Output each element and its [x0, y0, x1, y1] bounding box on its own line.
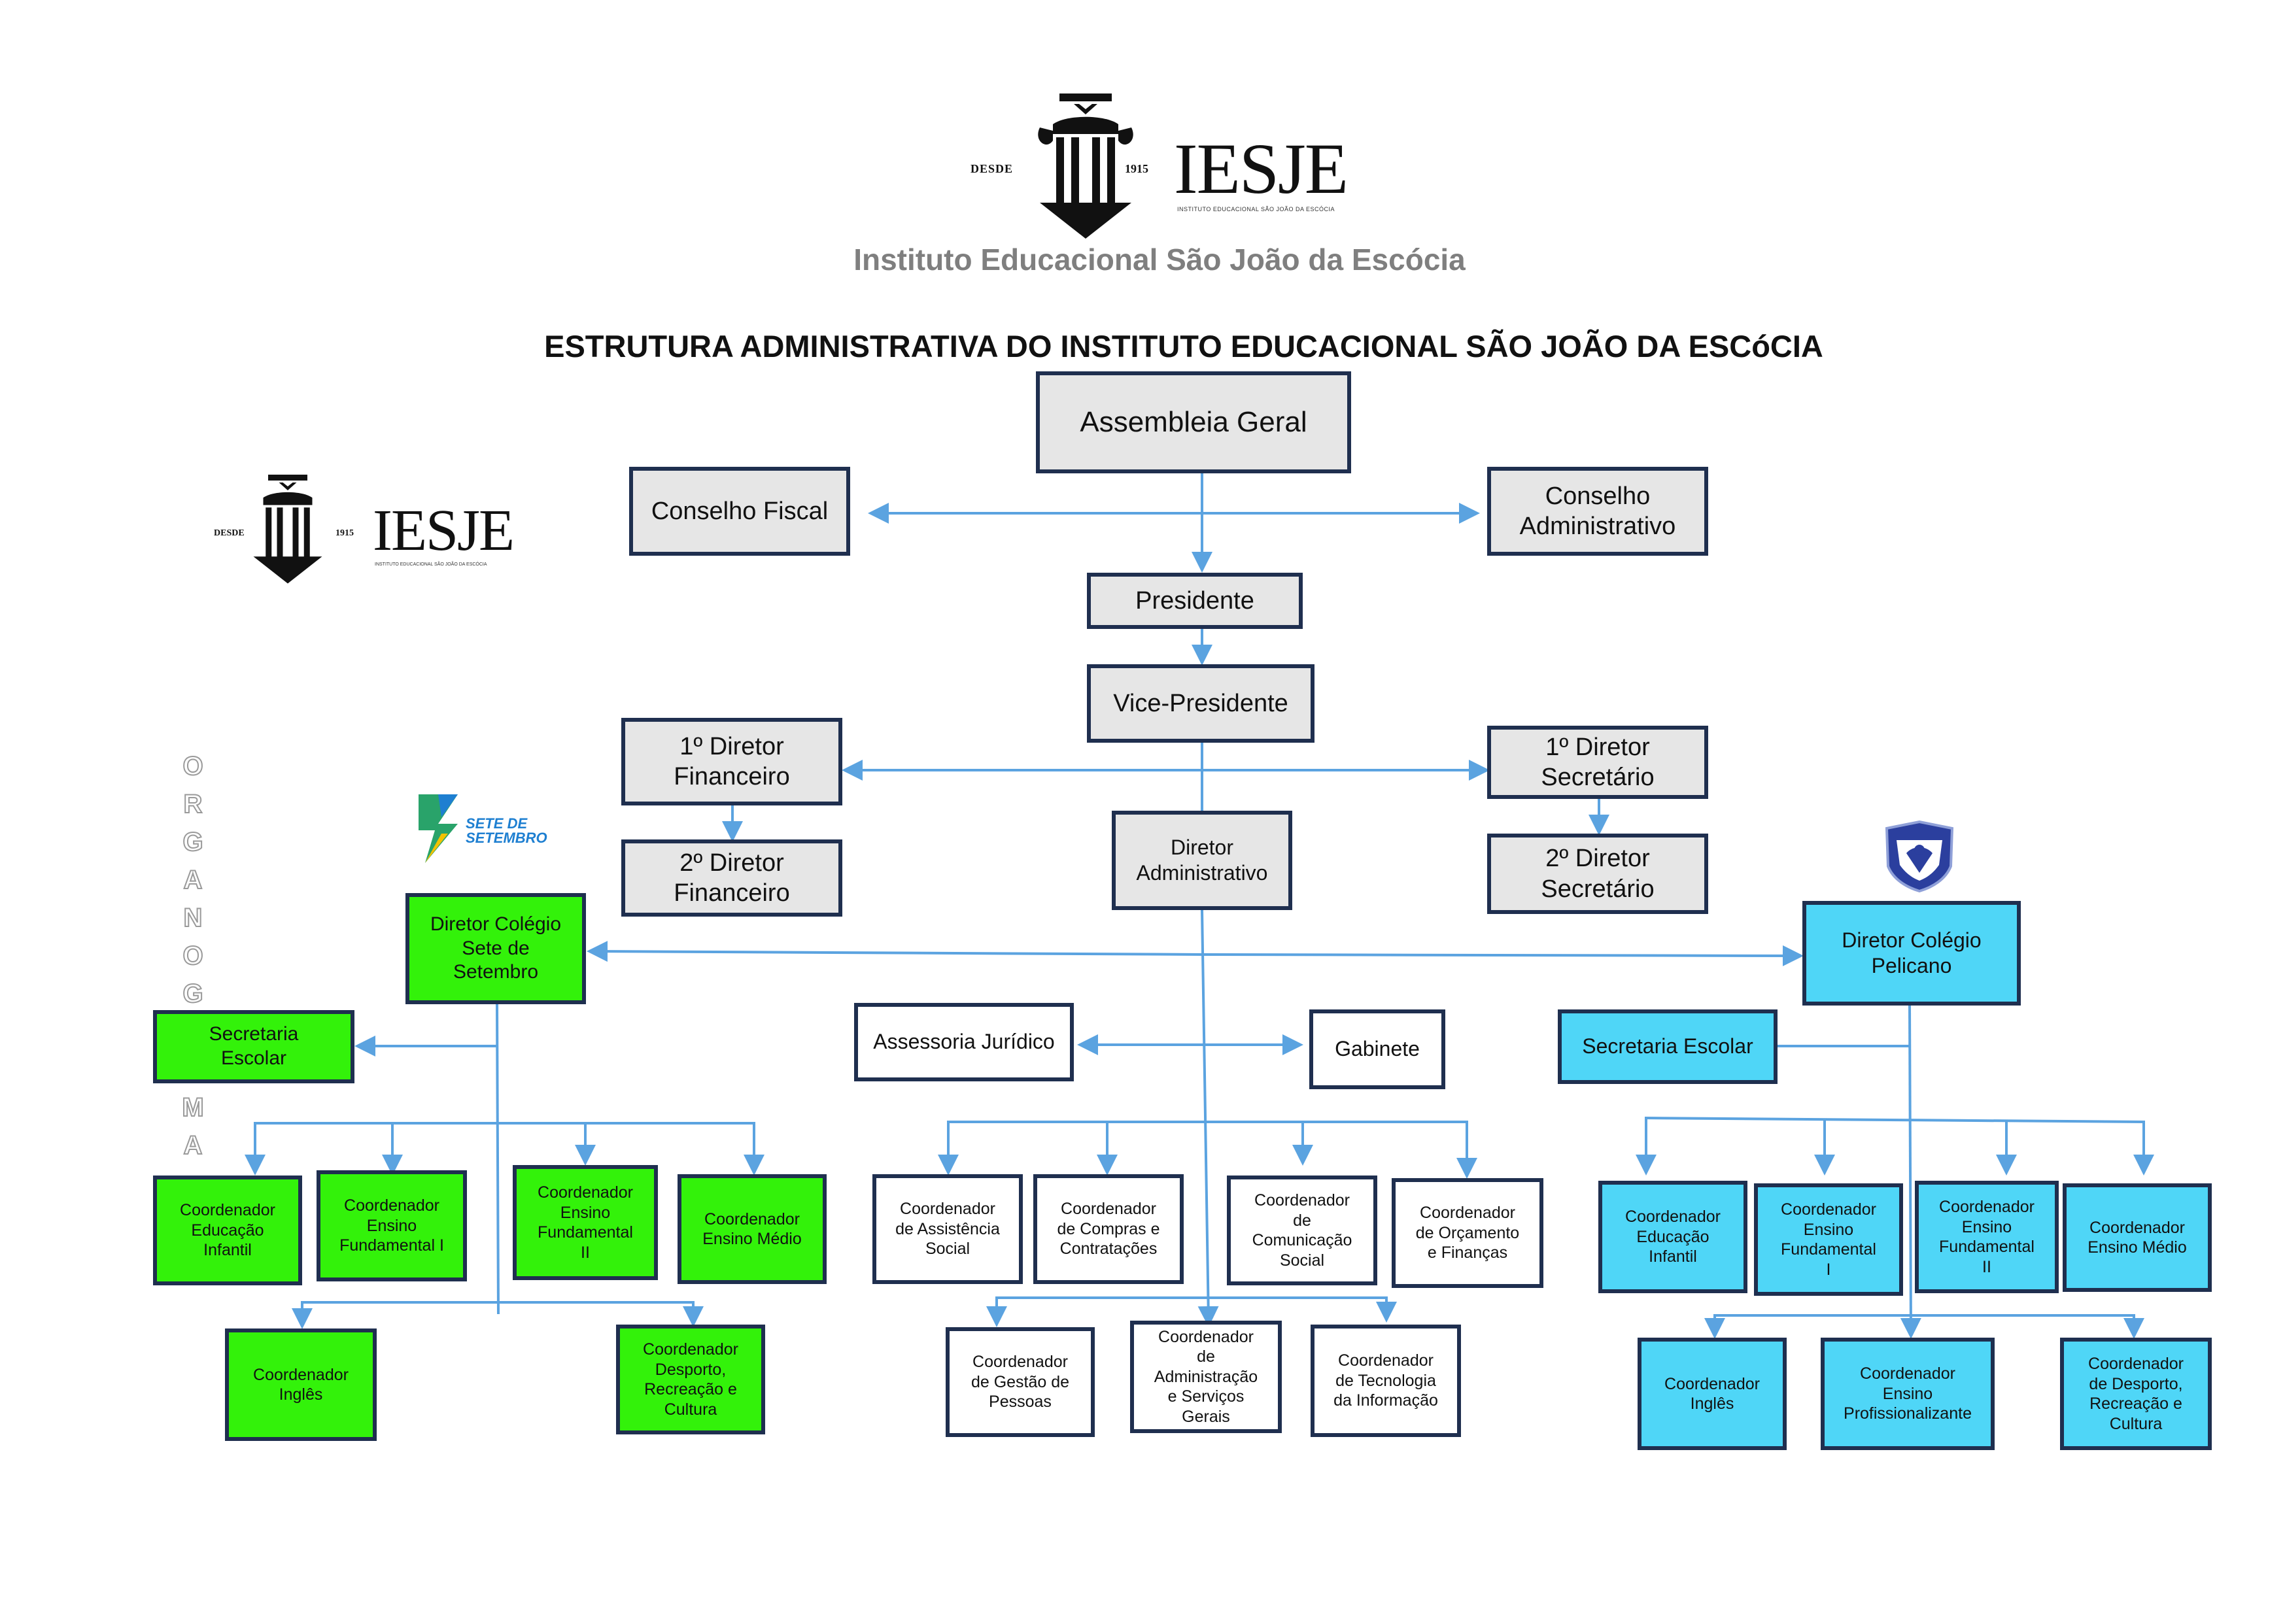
side-label-letter: A — [183, 1130, 203, 1160]
node-gabinete: Gabinete — [1309, 1009, 1445, 1089]
column-emblem-icon — [253, 475, 322, 584]
node-coord-ensino-medio-pelicano: Coordenador Ensino Médio — [2063, 1183, 2212, 1292]
node-vice-presidente: Vice-Presidente — [1087, 664, 1314, 743]
side-label-letter: O — [182, 941, 203, 971]
node-coord-desporto-sete: Coordenador Desporto, Recreação e Cultur… — [616, 1325, 765, 1434]
node-coord-tecnologia-informacao: Coordenador de Tecnologia da Informação — [1311, 1325, 1461, 1437]
logo-brand: IESJE — [373, 498, 515, 563]
logo-desde: DESDE — [971, 162, 1014, 175]
pelicano-shield-icon — [1885, 820, 1954, 893]
header-logo: DESDE 1915 IESJE INSTITUTO EDUCACIONAL S… — [968, 88, 1360, 245]
sete-logo-icon — [419, 794, 458, 863]
side-label-letter: G — [182, 979, 203, 1009]
side-label-letter: A — [183, 865, 203, 895]
node-secretaria-escolar-sete: Secretaria Escolar — [153, 1010, 354, 1083]
column-emblem-icon — [1038, 93, 1133, 239]
logo-desde: DESDE — [214, 528, 245, 538]
node-secretaria-escolar-pelicano: Secretaria Escolar — [1558, 1009, 1778, 1084]
side-label-letter: M — [181, 1092, 204, 1123]
node-2-diretor-financeiro: 2º Diretor Financeiro — [621, 839, 842, 917]
logo-tagline: INSTITUTO EDUCACIONAL SÃO JOÃO DA ESCÓCI… — [375, 562, 487, 567]
node-diretor-colegio-sete-de-setembro: Diretor Colégio Sete de Setembro — [405, 893, 586, 1004]
node-coord-ensino-profissionalizante: Coordenador Ensino Profissionalizante — [1821, 1338, 1995, 1450]
logo-year: 1915 — [1125, 162, 1148, 175]
sete-setembro-logo: SETE DE SETEMBRO — [412, 788, 547, 866]
node-coord-fundamental-2-pelicano: Coordenador Ensino Fundamental II — [1915, 1181, 2059, 1293]
node-coord-gestao-pessoas: Coordenador de Gestão de Pessoas — [946, 1327, 1095, 1437]
node-2-diretor-secretario: 2º Diretor Secretário — [1487, 834, 1708, 914]
logo-tagline: INSTITUTO EDUCACIONAL SÃO JOÃO DA ESCÓCI… — [1177, 206, 1335, 212]
institution-name: Instituto Educacional São João da Escóci… — [853, 243, 1466, 277]
logo-year: 1915 — [335, 528, 354, 538]
side-label-letter: N — [183, 903, 203, 933]
node-coord-orcamento-financas: Coordenador de Orçamento e Finanças — [1392, 1178, 1543, 1288]
node-coord-educacao-infantil-pelicano: Coordenador Educação Infantil — [1598, 1181, 1747, 1293]
node-coord-fundamental-1-pelicano: Coordenador Ensino Fundamental I — [1754, 1183, 1903, 1296]
node-conselho-administrativo: Conselho Administrativo — [1487, 467, 1708, 556]
node-diretor-administrativo: Diretor Administrativo — [1112, 811, 1292, 910]
node-coord-ingles-sete: Coordenador Inglês — [225, 1328, 377, 1441]
node-coord-compras-contratacoes: Coordenador de Compras e Contratações — [1033, 1174, 1184, 1284]
node-diretor-colegio-pelicano: Diretor Colégio Pelicano — [1802, 901, 2021, 1006]
side-label-letter: G — [182, 827, 203, 857]
side-label-letter: R — [183, 789, 203, 819]
logo-brand: IESJE — [1174, 129, 1349, 209]
pelicano-logo — [1880, 820, 1959, 893]
node-conselho-fiscal: Conselho Fiscal — [629, 467, 850, 556]
node-coord-administracao-servicos: Coordenador de Administração e Serviços … — [1130, 1321, 1282, 1433]
side-logo: DESDE 1915 IESJE INSTITUTO EDUCACIONAL S… — [213, 471, 526, 595]
node-assembleia-geral: Assembleia Geral — [1036, 371, 1351, 473]
sete-logo-text: SETE DE SETEMBRO — [466, 815, 547, 846]
node-coord-ingles-pelicano: Coordenador Inglês — [1638, 1338, 1787, 1450]
node-1-diretor-secretario: 1º Diretor Secretário — [1487, 726, 1708, 799]
page-title: ESTRUTURA ADMINISTRATIVA DO INSTITUTO ED… — [544, 329, 1823, 364]
node-coord-fundamental-1-sete: Coordenador Ensino Fundamental I — [317, 1170, 467, 1281]
node-coord-desporto-pelicano: Coordenador de Desporto, Recreação e Cul… — [2060, 1338, 2212, 1450]
node-coord-comunicacao-social: Coordenador de Comunicação Social — [1227, 1176, 1377, 1285]
node-coord-assistencia-social: Coordenador de Assistência Social — [872, 1174, 1023, 1284]
node-coord-educacao-infantil-sete: Coordenador Educação Infantil — [153, 1176, 302, 1285]
side-label-letter: O — [182, 751, 203, 781]
node-coord-ensino-medio-sete: Coordenador Ensino Médio — [678, 1174, 827, 1284]
node-assessoria-juridico: Assessoria Jurídico — [854, 1003, 1074, 1081]
node-1-diretor-financeiro: 1º Diretor Financeiro — [621, 718, 842, 805]
node-presidente: Presidente — [1087, 573, 1303, 629]
node-coord-fundamental-2-sete: Coordenador Ensino Fundamental II — [513, 1165, 658, 1280]
